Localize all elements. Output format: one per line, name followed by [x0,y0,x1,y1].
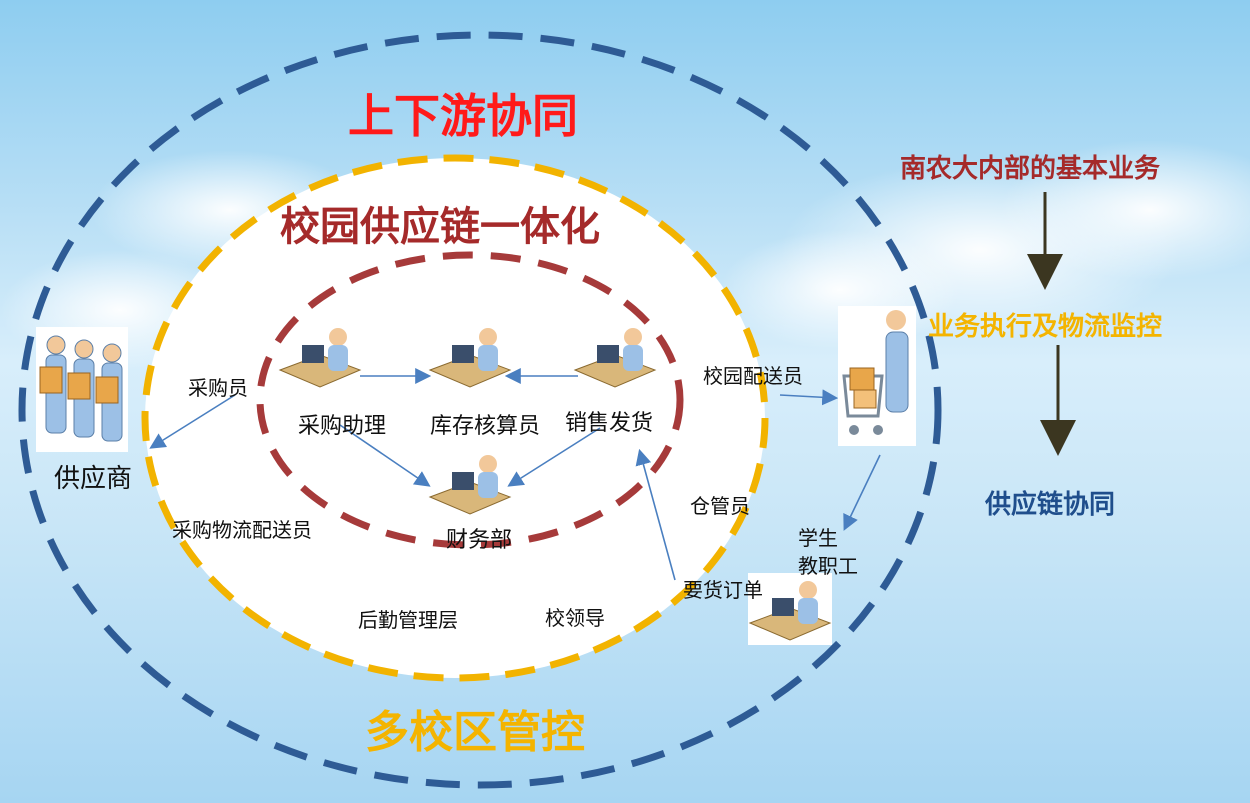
label-sales-shipping: 销售发货 [565,411,654,436]
label-supplier: 供应商 [54,464,133,494]
label-student: 学生 [798,526,838,550]
person-desk-icon [428,328,512,388]
flow-arrows [149,368,881,581]
flow-step-1: 南农大内部的基本业务 [900,154,1161,184]
outer-title: 上下游协同 [348,89,578,143]
person-desk-icon [573,328,657,388]
label-inventory-accountant: 库存核算员 [430,414,541,439]
bottom-title: 多校区管控 [365,707,585,758]
label-campus-courier: 校园配送员 [703,364,803,388]
label-staff: 教职工 [798,554,858,578]
label-logistics-mgmt: 后勤管理层 [358,608,458,632]
label-purchase-assistant: 采购助理 [298,414,387,439]
inner-ring [256,251,684,549]
label-school-leader: 校领导 [545,606,605,630]
cart-courier-icon [838,306,916,446]
label-order: 要货订单 [683,578,763,602]
person-desk-icon [748,573,832,645]
middle-title: 校园供应链一体化 [280,204,600,250]
flow-step-3: 供应链协同 [985,490,1116,520]
person-desk-icon [278,328,362,388]
flow-step-2: 业务执行及物流监控 [928,312,1163,342]
cloud-decoration [0,140,1250,370]
label-purchase-logistics: 采购物流配送员 [172,518,312,542]
label-buyer: 采购员 [188,376,248,400]
label-warehouse-keeper: 仓管员 [690,494,750,518]
label-finance: 财务部 [446,528,513,553]
right-flow-arrows [1027,192,1076,456]
supplier-icon [36,327,128,452]
person-desk-icon [428,455,512,515]
outer-ring [18,31,942,789]
